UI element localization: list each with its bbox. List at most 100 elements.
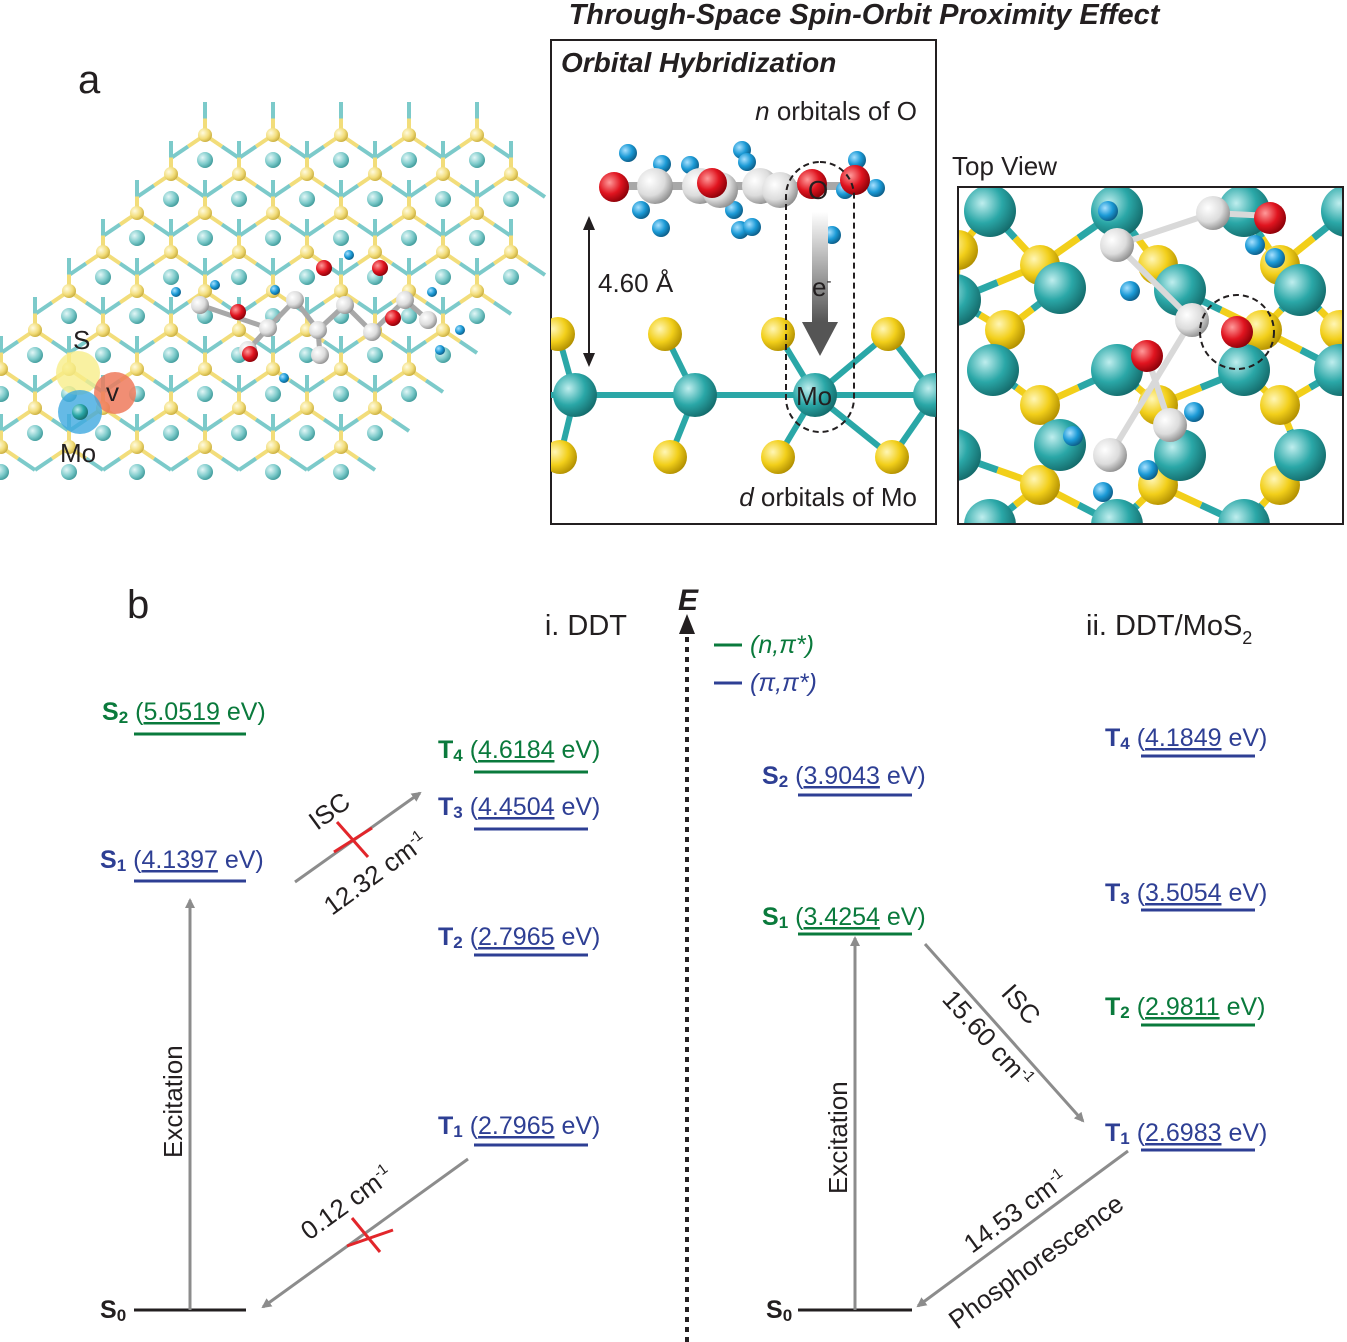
molecule-c-atom [336,296,354,314]
lattice-mo-atom [435,269,451,285]
side-s-atom [875,440,909,474]
lattice-mo-atom [197,230,213,246]
molecule-h-atom [171,287,181,297]
ddt-mos2-title: ii. DDT/MoS2 [1086,610,1252,648]
lattice-s-atom [402,128,416,142]
lattice-s-atom [368,401,382,415]
ddt-isc-label: ISC [303,786,356,836]
molecule-h-atom [210,280,220,290]
side-h-atom [632,201,650,219]
top-mo-atom [1034,262,1086,314]
lattice-mo-atom [231,269,247,285]
lattice-s-atom [164,323,178,337]
lattice-mo-atom [95,269,111,285]
top-mo-atom [958,429,981,481]
molecule-c-atom [286,291,304,309]
ddt-title: i. DDT [545,610,627,642]
molecule-c-atom [311,346,329,364]
lattice-mo-atom [129,308,145,324]
top-s-atom [1242,310,1282,350]
ddt-mos2-energy-levels: T4 (4.1849 eV)S2 (3.9043 eV)T3 (3.5054 e… [762,724,1267,1325]
mos2-level-s1-label: S1 (3.4254 eV) [762,903,926,932]
lattice-mo-atom [299,269,315,285]
ddt-mos2-transitions: Excitation ISC 15.60 cm-1 14.53 cm-1 Pho… [823,936,1129,1335]
lattice-s-atom [402,206,416,220]
lattice-mo-atom [163,347,179,363]
side-o-atom [599,172,629,202]
ddt-level-t3-label: T3 (4.4504 eV) [438,793,600,822]
lattice-s-atom [96,245,110,259]
ddt-level-t2-label: T2 (2.7965 eV) [438,923,600,952]
ddt-isc-coupling: 12.32 cm-1 [318,826,433,921]
lattice-mo-atom [265,464,281,480]
mos2-isc-label: ISC [996,978,1047,1030]
legend: (n,π*) (π,π*) [714,631,817,697]
lattice-mo-atom [469,308,485,324]
lattice-s-atom [300,401,314,415]
lattice-mo-atom [401,152,417,168]
top-mo-atom [964,187,1016,237]
v-label: v [106,377,119,407]
lattice-mo-atom [469,230,485,246]
lattice-mo-atom [367,191,383,207]
lattice-mo-atom [503,269,519,285]
lattice-s-atom [266,206,280,220]
lattice-mo-atom [299,425,315,441]
lattice-mo-atom [435,191,451,207]
molecule-h-atom [279,373,289,383]
lattice-mo-atom [265,152,281,168]
top-o-atom [1221,316,1253,348]
top-mo-atom [967,344,1019,396]
lattice-s-atom [232,245,246,259]
lattice-s-atom [436,167,450,181]
lattice-s-atom [300,245,314,259]
top-mo-atom [1091,344,1143,396]
lattice-s-atom [198,362,212,376]
hybridization-scene [551,141,936,474]
lattice-mo-atom [299,191,315,207]
lattice-s-atom [266,440,280,454]
lattice-s-atom [470,284,484,298]
lattice-mo-atom [469,152,485,168]
ddt-level-s0-label: S0 [100,1296,126,1325]
lattice-s-atom [402,362,416,376]
lattice-s-atom [334,284,348,298]
molecule-h-atom [270,285,280,295]
ddt-energy-levels: S2 (5.0519 eV)T4 (4.6184 eV)T3 (4.4504 e… [100,698,600,1325]
molecule-o-atom [316,260,332,276]
d-orbital-label: d orbitals of Mo [739,482,917,512]
lattice-mo-atom [401,308,417,324]
lattice-s-atom [198,440,212,454]
side-s-atom [761,317,795,351]
lattice-mo-atom [231,425,247,441]
lattice-s-atom [130,440,144,454]
lattice-s-atom [334,128,348,142]
lattice-s-atom [28,401,42,415]
top-c-atom [1175,303,1209,337]
side-h-atom [848,151,866,169]
mos2-excitation-label: Excitation [823,1081,853,1194]
lattice-mo-atom [27,425,43,441]
top-view-box [957,186,1344,525]
lattice-mo-atom [163,191,179,207]
lattice-s-atom [130,284,144,298]
lattice-s-atom [96,323,110,337]
lattice-s-atom [130,362,144,376]
header-title: Through-Space Spin-Orbit Proximity Effec… [569,0,1161,31]
top-h-atom [1098,201,1118,221]
lattice-s-atom [130,206,144,220]
top-o-atom [1131,340,1163,372]
lattice-mo-atom [197,386,213,402]
lattice-s-atom [164,401,178,415]
lattice-mo-atom [163,425,179,441]
ddt-level-t1-label: T1 (2.7965 eV) [438,1112,600,1141]
molecule-h-atom [427,287,437,297]
mos2-isc-arrow [923,943,1085,1123]
molecule-c-atom [309,321,327,339]
legend-label-pi-pi: (π,π*) [750,669,817,697]
distance-label: 4.60 Å [598,268,674,298]
top-o-atom [1254,202,1286,234]
side-h-atom [738,153,756,171]
side-s-atom [551,317,575,351]
lattice-mo-atom [367,347,383,363]
